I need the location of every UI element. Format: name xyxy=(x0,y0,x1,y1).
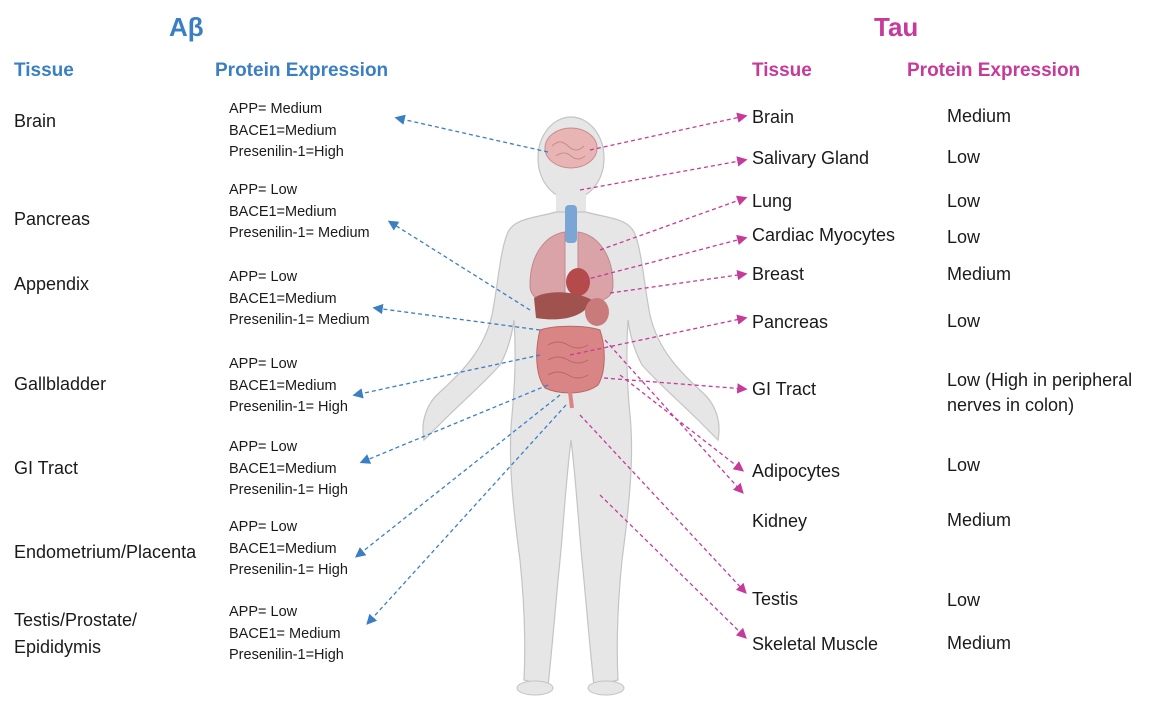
tau-arrow-brain xyxy=(590,116,745,150)
appendix-organ xyxy=(570,392,572,408)
left-foot xyxy=(517,681,553,695)
heart-organ xyxy=(566,268,590,296)
tau-arrow-salivary-gland xyxy=(580,160,745,190)
stomach-organ xyxy=(585,298,609,326)
trachea-organ xyxy=(565,205,577,243)
intestines-organ xyxy=(537,326,605,393)
right-foot xyxy=(588,681,624,695)
abeta-arrow-brain xyxy=(397,118,548,152)
